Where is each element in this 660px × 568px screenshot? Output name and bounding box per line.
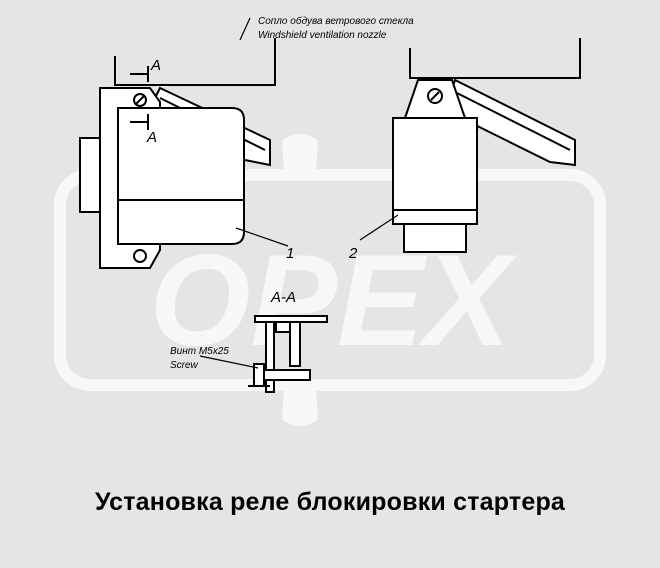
screw-head-bottom-left xyxy=(133,249,147,263)
relay-box-2 xyxy=(392,117,478,225)
section-clip xyxy=(275,321,291,333)
relay-right-assembly xyxy=(392,38,581,253)
section-wall xyxy=(265,321,275,393)
leader-item-1 xyxy=(235,227,289,247)
leader-item-2 xyxy=(359,214,399,241)
dash-panel-right xyxy=(409,38,581,79)
section-a-a-detail xyxy=(248,315,328,393)
watermark-cap xyxy=(282,134,318,176)
relay-left-assembly xyxy=(79,38,276,269)
section-marks xyxy=(130,66,149,130)
screw-slot-top-left xyxy=(135,95,145,105)
label-nozzle-en: Windshield ventilation nozzle xyxy=(258,30,387,41)
label-item-1: 1 xyxy=(286,245,294,262)
leader-nozzle xyxy=(239,17,251,41)
label-item-2: 2 xyxy=(348,245,358,262)
nozzle-duct-inner-right xyxy=(454,91,571,151)
leader-screw xyxy=(199,355,259,369)
label-nozzle-ru: Сопло обдува ветрового стекла xyxy=(258,15,414,27)
connector-right xyxy=(403,223,467,253)
label-section-mark-bottom: A xyxy=(146,129,157,146)
section-screw-shank xyxy=(263,369,311,381)
leader-lines xyxy=(235,17,399,247)
dash-panel-left xyxy=(114,38,276,86)
label-section-mark-top: A xyxy=(150,57,161,74)
screw-slot-right xyxy=(430,91,440,101)
relay-box-1 xyxy=(117,107,245,245)
section-bracket xyxy=(289,321,301,367)
figure-caption: Установка реле блокировки стартера xyxy=(94,488,566,516)
connector-left xyxy=(79,137,101,213)
label-screw-ru: Винт M5x25 xyxy=(170,346,229,357)
label-section-title: A-A xyxy=(270,289,296,306)
watermark-foot xyxy=(282,385,318,426)
label-screw-en: Screw xyxy=(170,360,199,371)
